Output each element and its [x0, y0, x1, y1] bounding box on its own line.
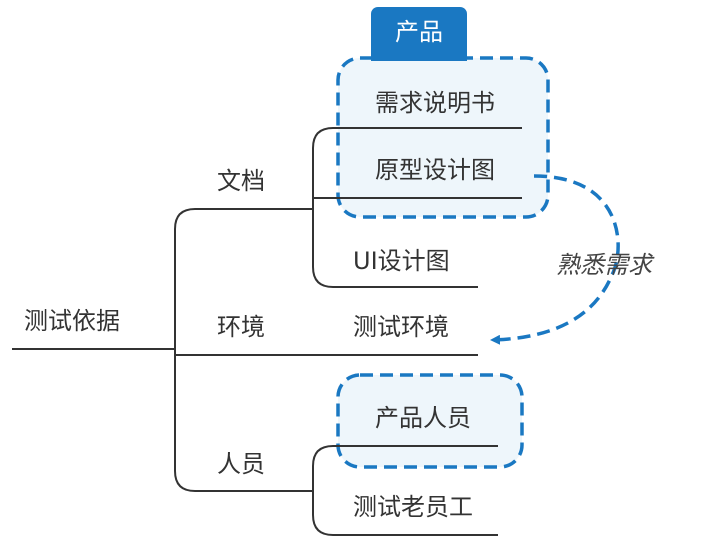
- root-node[interactable]: 测试依据: [24, 307, 120, 335]
- people-child-connector-veteran: [312, 491, 498, 536]
- leaf-node-prototype[interactable]: 原型设计图: [375, 156, 495, 184]
- branch-connector-docs: [174, 208, 213, 349]
- leaf-node-product-staff[interactable]: 产品人员: [375, 404, 471, 432]
- people-children-bracket: [312, 445, 498, 491]
- relation-label: 熟悉需求: [556, 251, 652, 279]
- leaf-node-ui-design[interactable]: UI设计图: [353, 247, 450, 275]
- branch-node-env[interactable]: 环境: [217, 313, 265, 341]
- leaf-node-test-env[interactable]: 测试环境: [353, 313, 449, 341]
- docs-children-bracket: [312, 127, 522, 209]
- relation-arrow: [490, 174, 620, 345]
- branch-connector-people: [174, 349, 213, 492]
- product-group-box-docs: [336, 56, 550, 219]
- leaf-node-requirements[interactable]: 需求说明书: [375, 89, 495, 117]
- docs-child-connector-ui: [312, 209, 478, 288]
- branch-node-people[interactable]: 人员: [217, 450, 265, 478]
- product-tag: 产品: [371, 7, 467, 61]
- leaf-node-veteran-tester[interactable]: 测试老员工: [353, 493, 473, 521]
- branch-node-docs[interactable]: 文档: [217, 167, 265, 195]
- product-group-box-people: [336, 373, 524, 469]
